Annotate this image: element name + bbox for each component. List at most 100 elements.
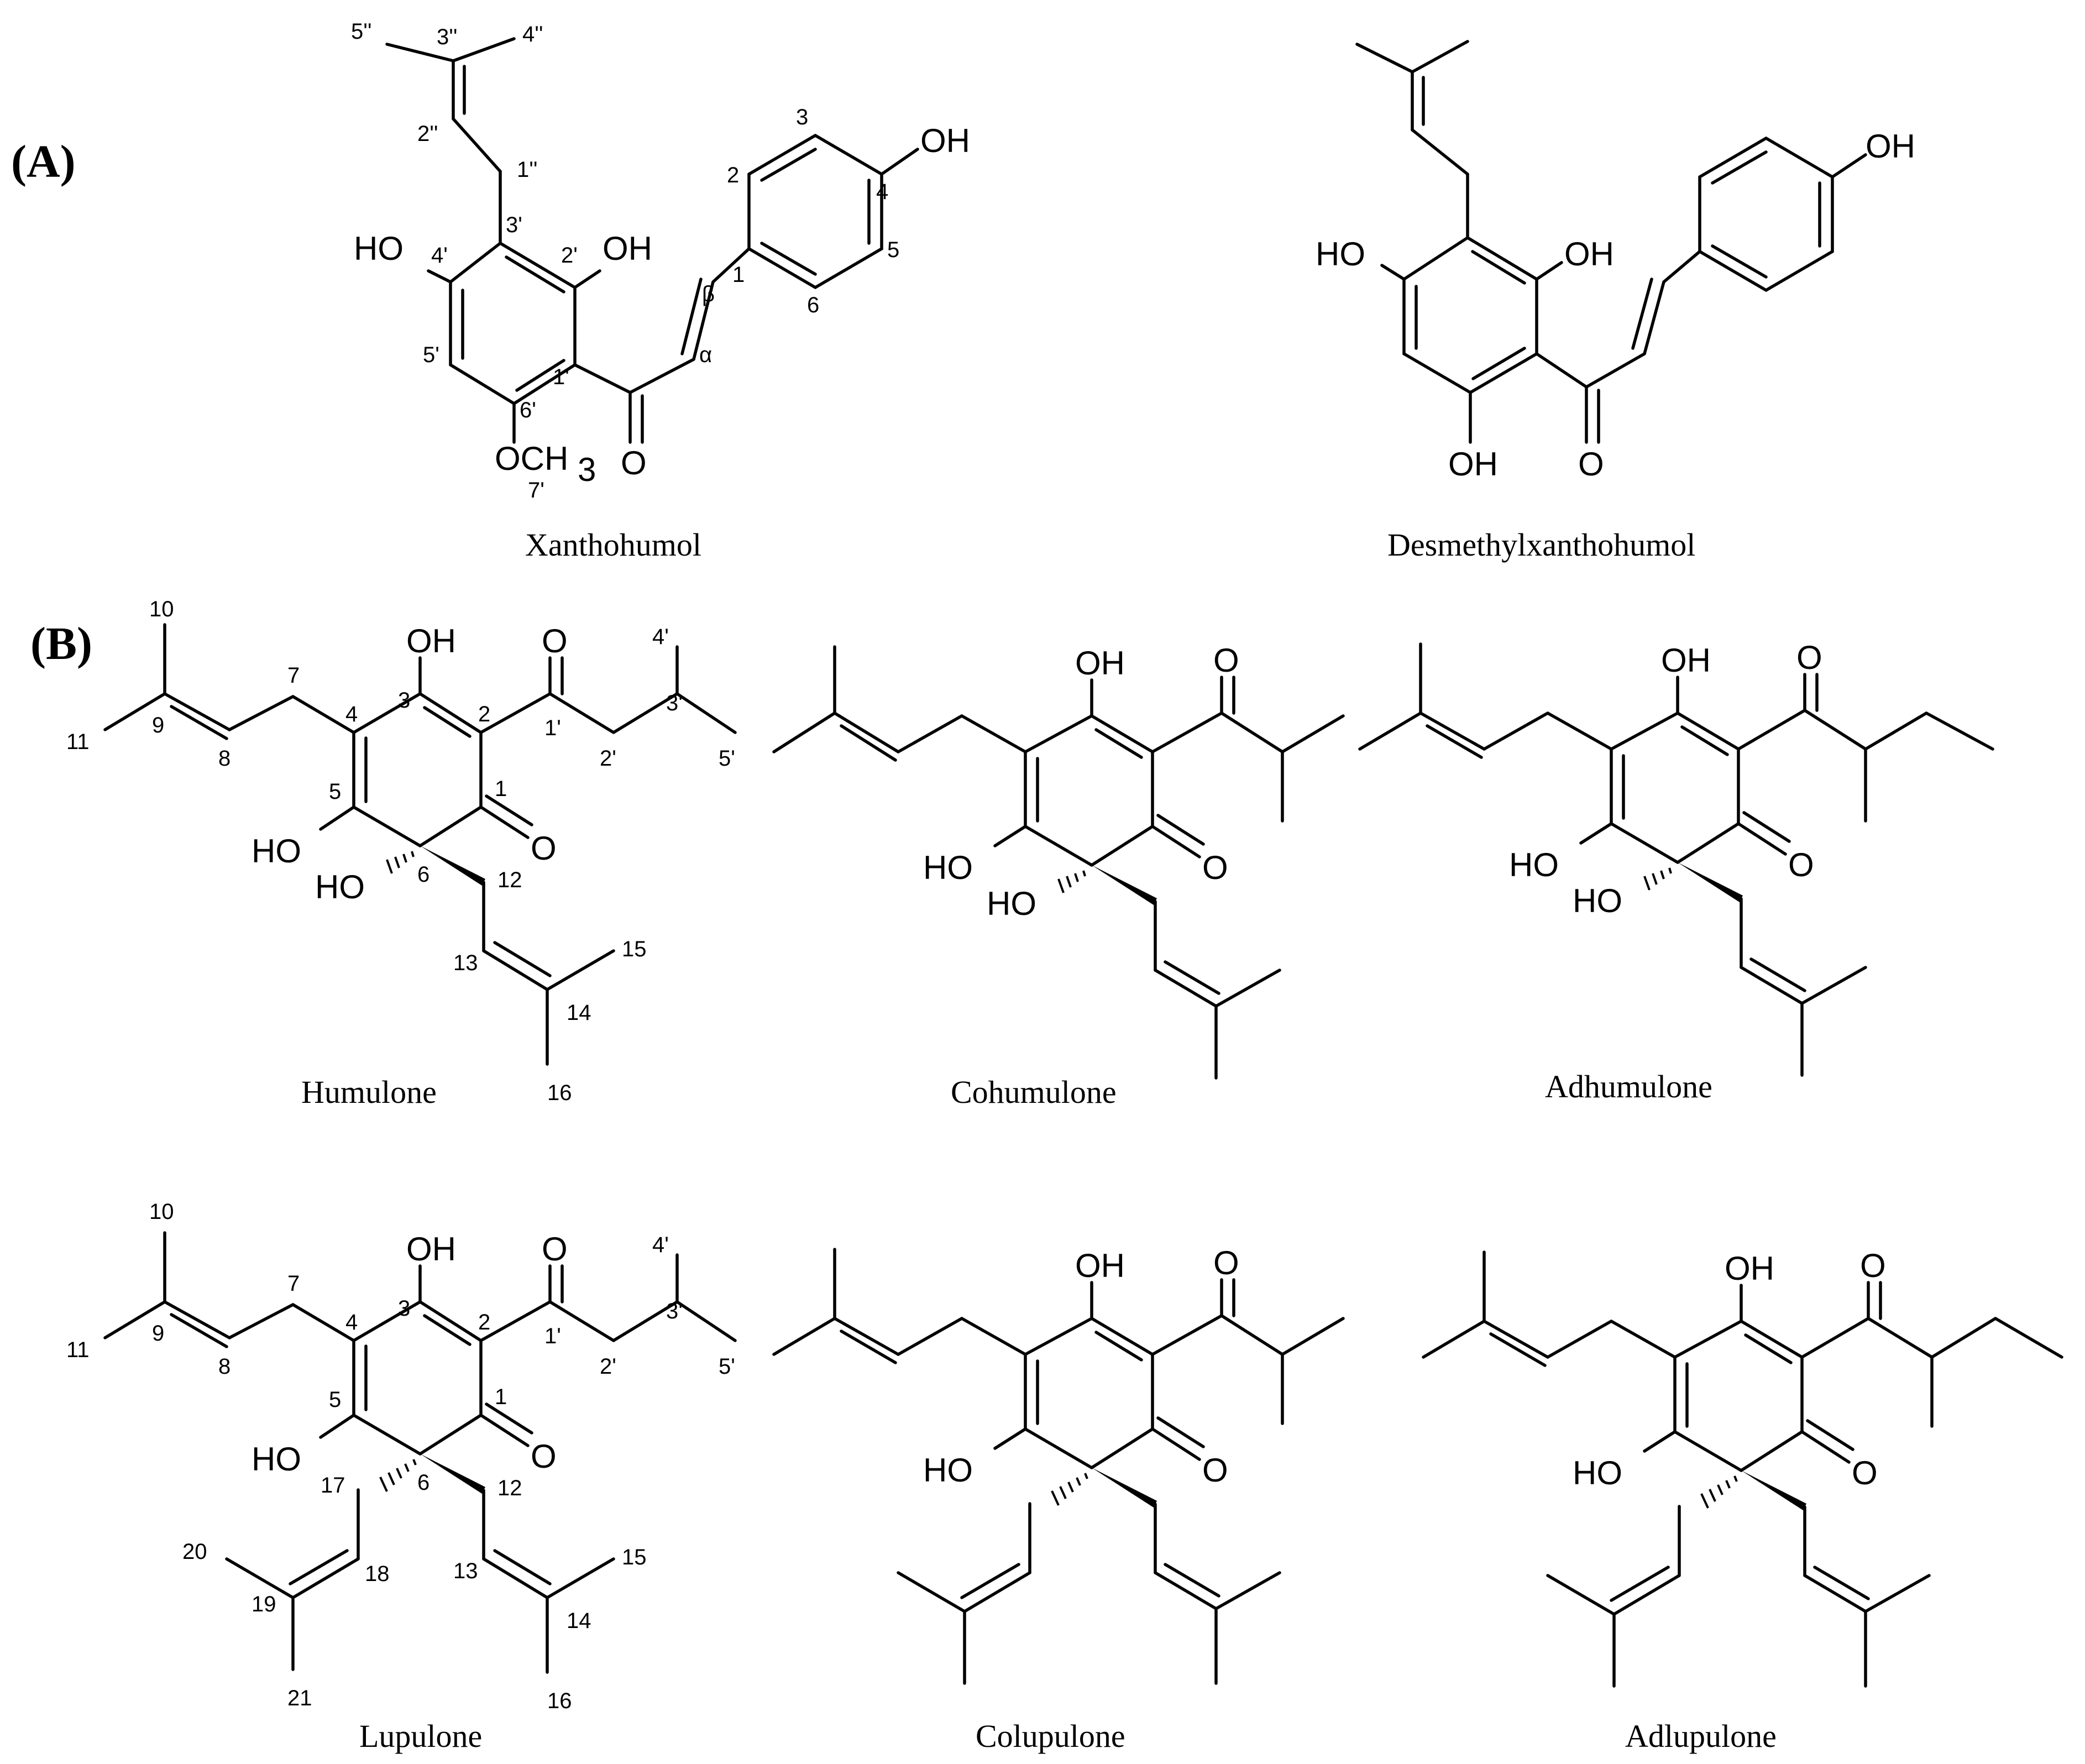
colupulone-oh-label: OH <box>1075 1247 1125 1284</box>
humulone-number-15: 15 <box>622 937 647 961</box>
cohumulone-o-ketone-label: O <box>1213 642 1239 679</box>
humulone-number-4p: 4' <box>652 625 669 649</box>
humulone-number-1p: 1' <box>544 716 561 740</box>
humulone-number-16: 16 <box>547 1081 572 1105</box>
humulone-o-ketone-label: O <box>542 622 568 659</box>
lupulone-number-3p: 3' <box>666 1299 683 1323</box>
humulone-number-10: 10 <box>149 597 174 621</box>
xanthohumol-number-7p: 7' <box>528 478 544 502</box>
cohumulone-name: Cohumulone <box>951 1074 1117 1110</box>
cohumulone-ho-label: HO <box>923 849 973 886</box>
adhumulone-name: Adhumulone <box>1545 1069 1712 1105</box>
lupulone-number-15: 15 <box>622 1545 647 1569</box>
cohumulone-ho-c6-label: HO <box>987 885 1036 922</box>
humulone-number-5p: 5' <box>719 746 735 771</box>
colupulone-ho-label: HO <box>923 1452 973 1489</box>
xanthohumol-number-beta: β <box>702 282 715 306</box>
xanthohumol-number-6p: 6' <box>520 398 536 422</box>
adlupulone-ho-label: HO <box>1573 1454 1622 1491</box>
lupulone-number-2: 2 <box>478 1310 490 1334</box>
xanthohumol-number-4: 4 <box>876 180 888 204</box>
xanthohumol-number-3: 3 <box>796 105 808 129</box>
lupulone-number-13: 13 <box>453 1559 478 1583</box>
lupulone-number-3: 3 <box>398 1296 410 1321</box>
lupulone-number-8: 8 <box>218 1354 230 1379</box>
desmethylxanthohumol-structure <box>1355 40 1867 444</box>
adhumulone-o-ring-label: O <box>1788 846 1814 883</box>
lupulone-number-20: 20 <box>182 1540 207 1564</box>
humulone-atom-numbers: 10 11 9 8 7 4 3 2 1 5 6 12 13 14 15 16 1… <box>66 597 735 1105</box>
lupulone-number-2p: 2' <box>600 1354 616 1379</box>
lupulone-number-5: 5 <box>329 1388 341 1412</box>
lupulone-name: Lupulone <box>359 1718 482 1754</box>
cohumulone-oh-label: OH <box>1075 645 1125 682</box>
humulone-number-4: 4 <box>345 702 358 726</box>
lupulone-number-4p: 4' <box>652 1233 669 1257</box>
lupulone-number-19: 19 <box>252 1592 276 1616</box>
colupulone-o-ring-label: O <box>1202 1452 1228 1489</box>
humulone-number-3: 3 <box>398 688 410 713</box>
xanthohumol-number-1: 1 <box>732 263 745 287</box>
xanthohumol-number-4p: 4' <box>431 243 448 268</box>
xanthohumol-number-2pp: 2'' <box>417 122 438 146</box>
lupulone-oh-label: OH <box>406 1231 456 1268</box>
adlupulone-name: Adlupulone <box>1625 1718 1777 1754</box>
humulone-number-3p: 3' <box>666 691 683 715</box>
adlupulone-oh-label: OH <box>1725 1250 1774 1287</box>
humulone-number-11: 11 <box>66 730 90 754</box>
humulone-ho-c6-label: HO <box>315 868 365 905</box>
desmethylxanthohumol-name: Desmethylxanthohumol <box>1387 527 1695 563</box>
lupulone-o-ring-label: O <box>531 1438 557 1475</box>
xanthohumol-structure <box>385 37 919 444</box>
adhumulone-structure <box>1358 642 1994 1077</box>
xanthohumol-number-2p: 2' <box>561 243 578 268</box>
humulone-number-2p: 2' <box>600 746 616 771</box>
lupulone-number-18: 18 <box>365 1562 390 1586</box>
xanthohumol-number-1p: 1' <box>553 365 569 389</box>
xanthohumol-atom-numbers: 5'' 3'' 4'' 2'' 1'' 3' 4' 2' 5' 1' 6' 7'… <box>351 19 899 502</box>
lupulone-number-5p: 5' <box>719 1354 735 1379</box>
xanthohumol-number-2: 2 <box>727 163 739 187</box>
lupulone-number-12: 12 <box>497 1476 522 1500</box>
humulone-number-13: 13 <box>453 951 478 975</box>
lupulone-number-14: 14 <box>567 1609 591 1633</box>
xanthohumol-number-6: 6 <box>807 293 819 317</box>
lupulone-o-ketone-label: O <box>542 1231 568 1268</box>
lupulone-atom-numbers: 10 11 9 8 7 4 3 2 1 5 6 12 13 14 15 16 1… <box>66 1200 735 1713</box>
lupulone-number-1: 1 <box>495 1385 507 1409</box>
lupulone-number-9: 9 <box>152 1321 164 1346</box>
xanthohumol-number-5p: 5' <box>423 343 439 367</box>
lupulone-number-17: 17 <box>321 1473 345 1498</box>
humulone-number-1: 1 <box>495 777 507 801</box>
adhumulone-o-ketone-label: O <box>1796 639 1822 676</box>
adlupulone-o-ring-label: O <box>1852 1454 1878 1491</box>
lupulone-number-1p: 1' <box>544 1324 561 1348</box>
xanthohumol-number-1pp: 1'' <box>517 158 538 182</box>
cohumulone-structure <box>772 645 1345 1080</box>
lupulone-number-10: 10 <box>149 1200 174 1224</box>
desmethylxanthohumol-oh-label: OH <box>1564 235 1614 273</box>
desmethylxanthohumol-carbonyl-o-label: O <box>1578 446 1604 483</box>
panel-label-b: (B) <box>30 618 92 669</box>
lupulone-number-11: 11 <box>66 1338 90 1362</box>
adlupulone-o-ketone-label: O <box>1860 1247 1886 1284</box>
humulone-number-14: 14 <box>567 1001 591 1025</box>
xanthohumol-number-alpha: α <box>699 343 712 367</box>
panel-label-a: (A) <box>11 136 76 187</box>
humulone-ho-label: HO <box>252 833 301 870</box>
xanthohumol-number-4pp: 4'' <box>522 22 543 46</box>
xanthohumol-name: Xanthohumol <box>525 527 701 563</box>
xanthohumol-carbonyl-o-label: O <box>621 444 647 481</box>
xanthohumol-och3-label: OCH <box>495 440 568 477</box>
adhumulone-ho-label: HO <box>1509 846 1559 883</box>
humulone-number-9: 9 <box>152 713 164 737</box>
humulone-number-8: 8 <box>218 746 230 771</box>
xanthohumol-number-5pp: 5'' <box>351 19 372 44</box>
humulone-name: Humulone <box>301 1074 437 1110</box>
xanthohumol-oh-aryl-label: OH <box>920 122 970 159</box>
lupulone-ho-label: HO <box>252 1441 301 1478</box>
lupulone-number-21: 21 <box>287 1686 312 1710</box>
humulone-oh-label: OH <box>406 622 456 659</box>
humulone-o-ring-label: O <box>531 830 557 867</box>
